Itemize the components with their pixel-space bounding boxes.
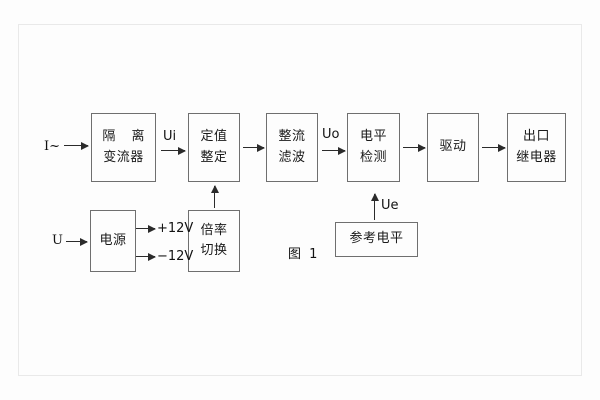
block-isolation-transformer-line2: 变流器 [103, 149, 144, 165]
signal-label-uo: Uo [322, 127, 340, 142]
block-multiplier-switch: 倍率 切换 [188, 210, 240, 272]
block-setting-adjust: 定值 整定 [188, 113, 240, 182]
arrow-voltage-to-power-supply [66, 237, 88, 246]
block-reference-level: 参考电平 [335, 222, 418, 257]
arrow-drive-to-relay [482, 143, 506, 152]
rail-line-negative [136, 252, 156, 261]
block-rectify-filter: 整流 滤波 [266, 113, 318, 182]
block-multiplier-switch-line1: 倍率 [200, 222, 228, 238]
block-power-supply-line1: 电源 [99, 232, 127, 248]
diagram-frame [18, 24, 582, 376]
block-level-detect: 电平 检测 [347, 113, 400, 182]
arrow-setting-to-rectify [243, 143, 265, 152]
rail-line-positive [136, 224, 156, 233]
block-output-relay: 出口 继电器 [507, 113, 566, 182]
block-setting-adjust-line1: 定值 [200, 129, 228, 145]
rail-label-positive: +12V [157, 221, 194, 236]
block-multiplier-switch-line2: 切换 [200, 243, 228, 258]
block-isolation-transformer: 隔 离 变流器 [91, 113, 156, 182]
block-setting-adjust-line2: 整定 [200, 149, 228, 165]
block-output-relay-line1: 出口 [522, 129, 550, 145]
arrow-current-to-isolation [64, 141, 89, 150]
block-rectify-filter-line2: 滤波 [278, 149, 306, 165]
arrow-reference-to-level [370, 193, 379, 220]
input-label-voltage: U [52, 233, 63, 248]
block-reference-level-line1: 参考电平 [349, 231, 404, 247]
arrow-multiplier-to-setting [210, 185, 219, 208]
figure-caption: 图 1 [288, 247, 320, 262]
block-power-supply: 电源 [90, 210, 136, 272]
block-drive-line1: 驱动 [439, 139, 467, 155]
arrow-isolation-to-setting [161, 146, 186, 155]
signal-label-ui: Ui [163, 129, 177, 144]
block-rectify-filter-line1: 整流 [278, 129, 306, 145]
arrow-level-to-drive [403, 143, 426, 152]
arrow-rectify-to-level [322, 146, 346, 155]
rail-label-negative: −12V [157, 249, 194, 264]
block-drive: 驱动 [427, 113, 479, 182]
block-output-relay-line2: 继电器 [516, 149, 557, 165]
block-level-detect-line1: 电平 [359, 129, 387, 145]
block-isolation-transformer-line1: 隔 离 [102, 129, 151, 145]
signal-label-ue: Ue [381, 198, 399, 213]
block-level-detect-line2: 检测 [359, 149, 387, 165]
input-label-current: I~ [44, 139, 61, 154]
